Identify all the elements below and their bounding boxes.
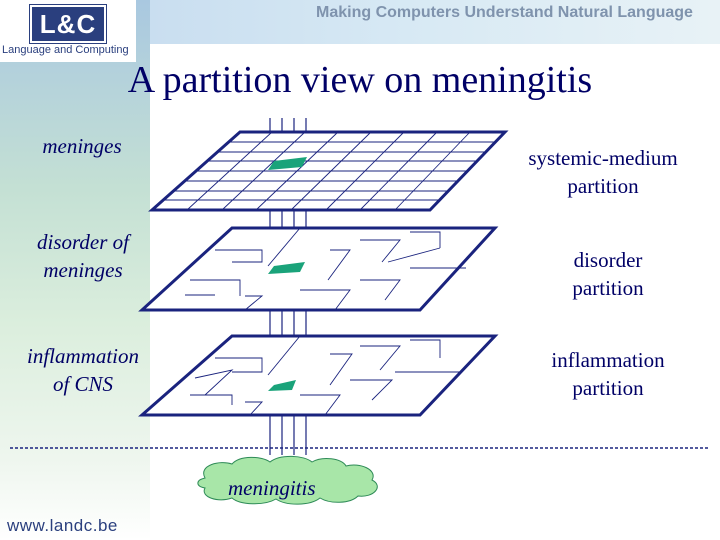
label-inflammation-partition-line1: inflammation (551, 348, 665, 372)
systemic-medium-partition-plane (148, 130, 509, 212)
company-logo: L&C Language and Computing (0, 0, 136, 62)
meningitis-cloud (197, 455, 378, 505)
inflammation-partition-plane (138, 334, 499, 417)
header-tagline: Making Computers Understand Natural Lang… (316, 4, 693, 21)
label-inflammation-of-cns-line2: of CNS (52, 372, 114, 396)
meningitis-highlight-top (268, 157, 307, 170)
label-inflammation-of-cns-line1: inflammation (26, 344, 139, 368)
header-band (150, 0, 720, 44)
slide-title: A partition view on meningitis (127, 59, 593, 101)
footer-url: www.landc.be (7, 516, 118, 535)
logo-text: L&C (39, 9, 97, 39)
label-meninges: meninges (42, 134, 122, 158)
label-systemic-medium-line2: partition (567, 174, 639, 198)
meningitis-highlight-middle (268, 262, 305, 274)
disorder-partition-plane (138, 226, 499, 312)
logo-mark: L&C (30, 5, 106, 43)
label-disorder-partition-line1: disorder (573, 248, 643, 272)
label-systemic-medium-line1: systemic-medium (528, 146, 678, 170)
meningitis-highlight-bottom (268, 380, 296, 391)
logo-subtitle: Language and Computing (2, 44, 129, 56)
label-disorder-of-meninges-line1: disorder of (37, 230, 129, 254)
left-decorative-sidebar (0, 0, 150, 540)
label-inflammation-partition-line2: partition (572, 376, 644, 400)
label-meningitis: meningitis (228, 476, 316, 500)
label-disorder-partition-line2: partition (572, 276, 644, 300)
label-disorder-of-meninges-line2: meninges (43, 258, 123, 282)
